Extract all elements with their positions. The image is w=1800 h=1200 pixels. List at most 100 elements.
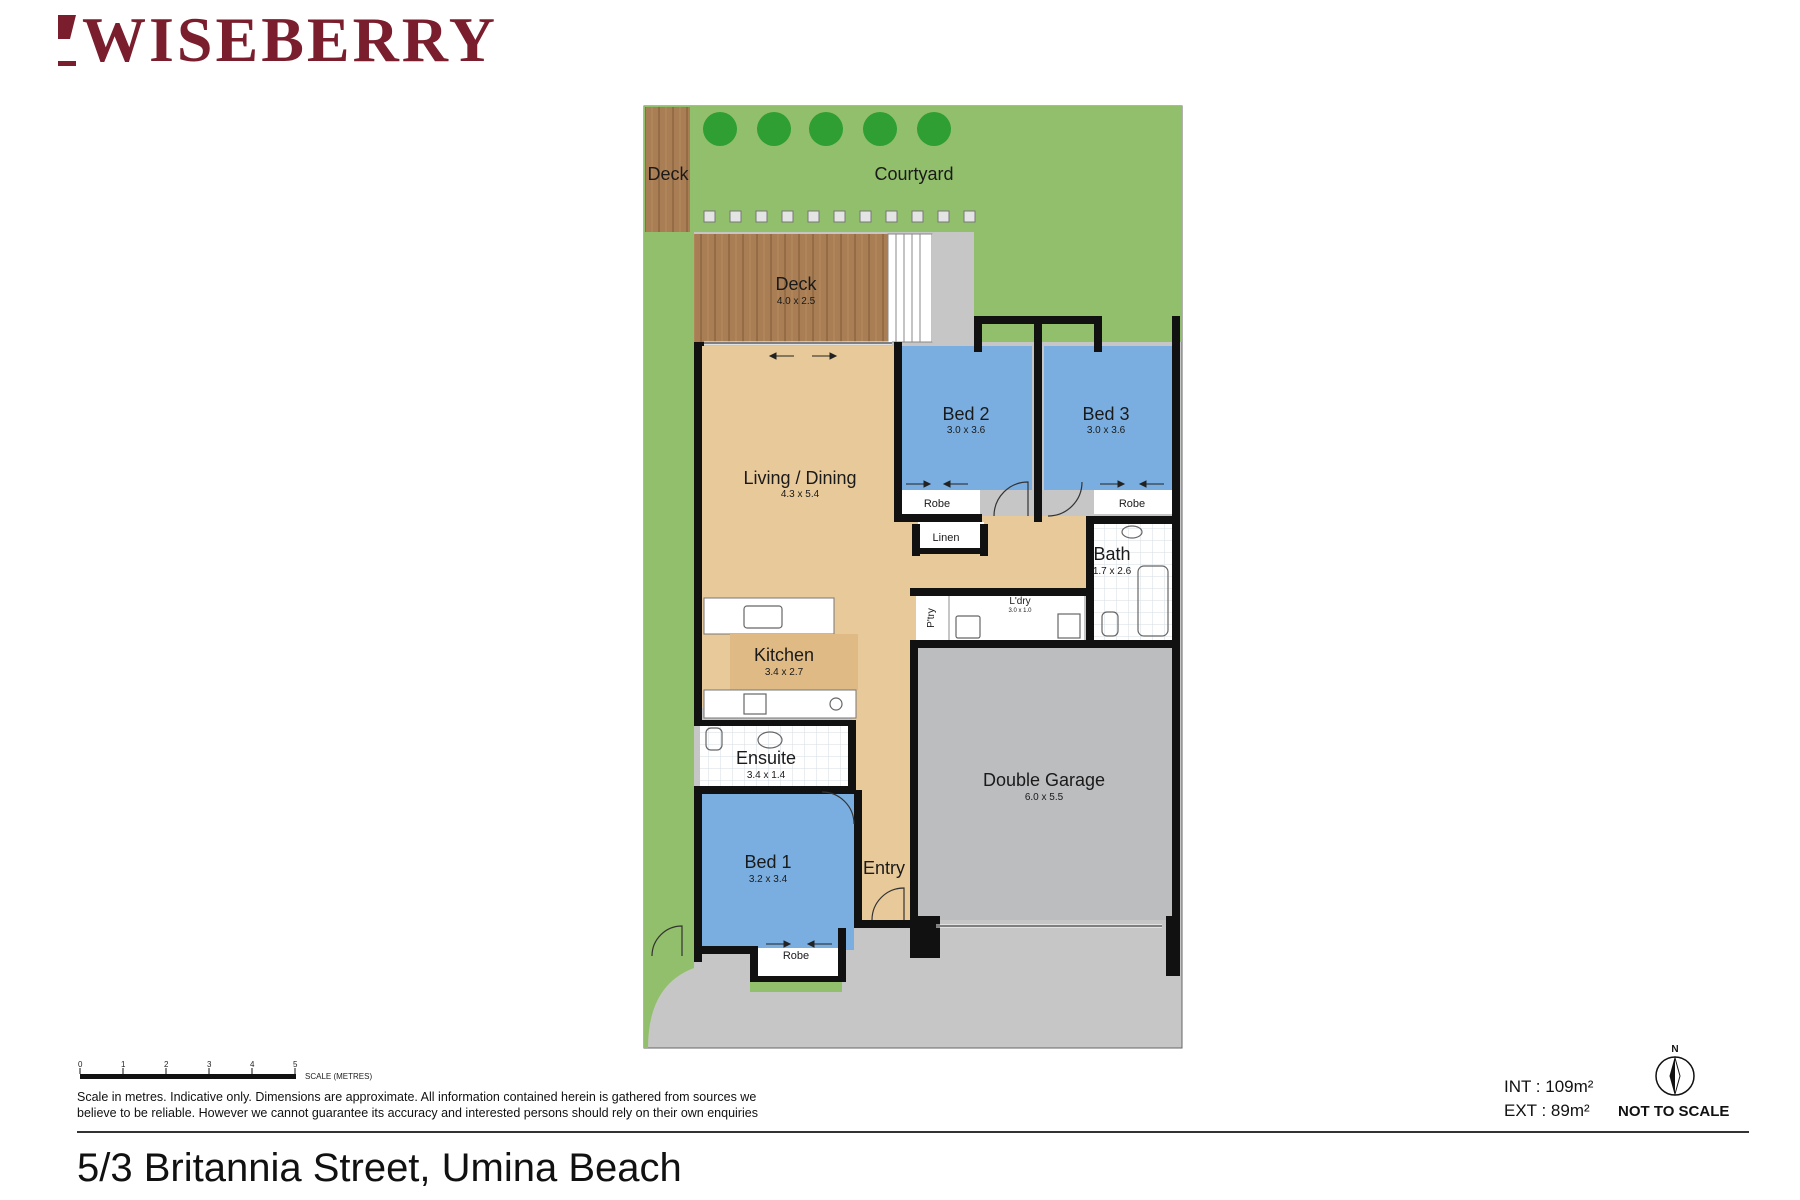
walls bbox=[694, 316, 1180, 982]
floors bbox=[700, 346, 1174, 992]
dims-living: 4.3 x 5.4 bbox=[781, 489, 820, 500]
tree-icon bbox=[917, 112, 951, 146]
label-linen: Linen bbox=[933, 532, 960, 544]
fixtures bbox=[705, 525, 1169, 751]
wall bbox=[848, 720, 856, 790]
ensuite-toilet-icon bbox=[705, 727, 723, 751]
wall bbox=[974, 316, 1038, 324]
dims-bath: 1.7 x 2.6 bbox=[1093, 566, 1132, 577]
brand-mark-icon bbox=[58, 15, 76, 66]
scale-tick-label: 0 bbox=[78, 1060, 83, 1069]
wall bbox=[912, 524, 920, 556]
label-garage: Double Garage bbox=[983, 770, 1105, 790]
ensuite-basin-icon bbox=[757, 731, 783, 749]
dims-ensuite: 3.4 x 1.4 bbox=[747, 770, 786, 781]
wall bbox=[910, 640, 1180, 648]
wall bbox=[912, 548, 988, 554]
label-ensuite: Ensuite bbox=[736, 748, 796, 768]
side-deck bbox=[645, 107, 690, 232]
laundry-tub-icon bbox=[955, 615, 981, 639]
label-bath: Bath bbox=[1093, 544, 1130, 564]
bathtub-icon bbox=[1137, 565, 1169, 637]
wall bbox=[1166, 916, 1180, 976]
main-deck bbox=[694, 234, 899, 342]
door-swing bbox=[1047, 481, 1083, 517]
wall bbox=[694, 342, 702, 720]
label-pantry: P'try bbox=[926, 608, 937, 628]
scale-caption: SCALE (METRES) bbox=[305, 1072, 373, 1081]
compass-north-label: N bbox=[1671, 1044, 1678, 1055]
label-robe3: Robe bbox=[1119, 498, 1145, 510]
dims-bed2: 3.0 x 3.6 bbox=[947, 425, 986, 436]
stepping-stones bbox=[703, 210, 976, 223]
kitchen-bench-front bbox=[703, 689, 857, 719]
openings bbox=[651, 341, 1162, 957]
brand-logo: WISEBERRY bbox=[56, 4, 498, 76]
wall bbox=[694, 786, 856, 794]
internal-area: INT : 109m² bbox=[1504, 1077, 1594, 1096]
label-laundry: L'dry bbox=[1009, 596, 1030, 607]
fan-icon bbox=[829, 697, 843, 711]
wall bbox=[1086, 516, 1180, 524]
entry-floor bbox=[852, 596, 916, 926]
bath-basin-icon bbox=[1121, 525, 1143, 539]
door-swing bbox=[993, 481, 1029, 517]
dims-deck: 4.0 x 2.5 bbox=[777, 296, 816, 307]
trees bbox=[703, 112, 951, 146]
wall bbox=[1034, 316, 1098, 324]
dims-bed3: 3.0 x 3.6 bbox=[1087, 425, 1126, 436]
door-swing bbox=[871, 887, 905, 921]
room-labels: Deck Courtyard Deck 4.0 x 2.5 Bed 2 3.0 … bbox=[647, 164, 1145, 962]
lawn-left bbox=[644, 232, 694, 952]
bath-toilet-icon bbox=[1101, 611, 1119, 637]
label-kitchen: Kitchen bbox=[754, 645, 814, 665]
robe1-floor bbox=[758, 948, 842, 976]
label-bed3: Bed 3 bbox=[1082, 404, 1129, 424]
tree-icon bbox=[809, 112, 843, 146]
dims-garage: 6.0 x 5.5 bbox=[1025, 792, 1064, 803]
external-area: EXT : 89m² bbox=[1504, 1101, 1590, 1120]
bed2-floor bbox=[902, 346, 1032, 490]
compass-icon: N bbox=[1655, 1044, 1695, 1096]
wall bbox=[854, 790, 862, 926]
label-entry: Entry bbox=[863, 858, 905, 878]
bath-floor bbox=[1094, 524, 1172, 640]
tree-icon bbox=[703, 112, 737, 146]
wall bbox=[694, 720, 854, 726]
wall bbox=[910, 648, 918, 924]
deck-steps bbox=[887, 233, 933, 343]
washer-icon bbox=[1057, 613, 1081, 639]
dims-bed1: 3.2 x 3.4 bbox=[749, 874, 788, 885]
scale-tick-label: 5 bbox=[293, 1060, 298, 1069]
laundry-floor bbox=[950, 594, 1084, 644]
kitchen-island bbox=[730, 634, 858, 690]
ensuite-floor bbox=[700, 724, 852, 786]
label-deck: Deck bbox=[775, 274, 817, 294]
disclaimer: Scale in metres. Indicative only. Dimens… bbox=[77, 1090, 758, 1120]
dims-laundry: 3.0 x 1.0 bbox=[1008, 608, 1032, 614]
side-path bbox=[932, 234, 974, 342]
wall bbox=[980, 524, 988, 556]
wall bbox=[1034, 316, 1042, 522]
scale-bar bbox=[79, 1068, 296, 1079]
wall bbox=[750, 976, 846, 982]
wall bbox=[838, 928, 846, 980]
wall bbox=[750, 946, 758, 980]
robe3-floor bbox=[1094, 490, 1174, 514]
label-living: Living / Dining bbox=[743, 468, 856, 488]
wall bbox=[694, 342, 704, 346]
wall bbox=[694, 786, 702, 962]
brand-name: WISEBERRY bbox=[82, 4, 498, 75]
wall bbox=[894, 514, 982, 522]
driveway-curve bbox=[644, 952, 694, 1048]
wall bbox=[974, 322, 982, 352]
garage-floor bbox=[916, 644, 1174, 920]
dims-kitchen: 3.4 x 2.7 bbox=[765, 667, 804, 678]
label-deck-side: Deck bbox=[647, 164, 689, 184]
wall bbox=[1094, 316, 1102, 352]
pantry-floor bbox=[916, 596, 948, 640]
property-address: 5/3 Britannia Street, Umina Beach bbox=[77, 1146, 682, 1190]
kitchen-sink-icon bbox=[743, 605, 783, 629]
wall bbox=[910, 588, 1090, 596]
